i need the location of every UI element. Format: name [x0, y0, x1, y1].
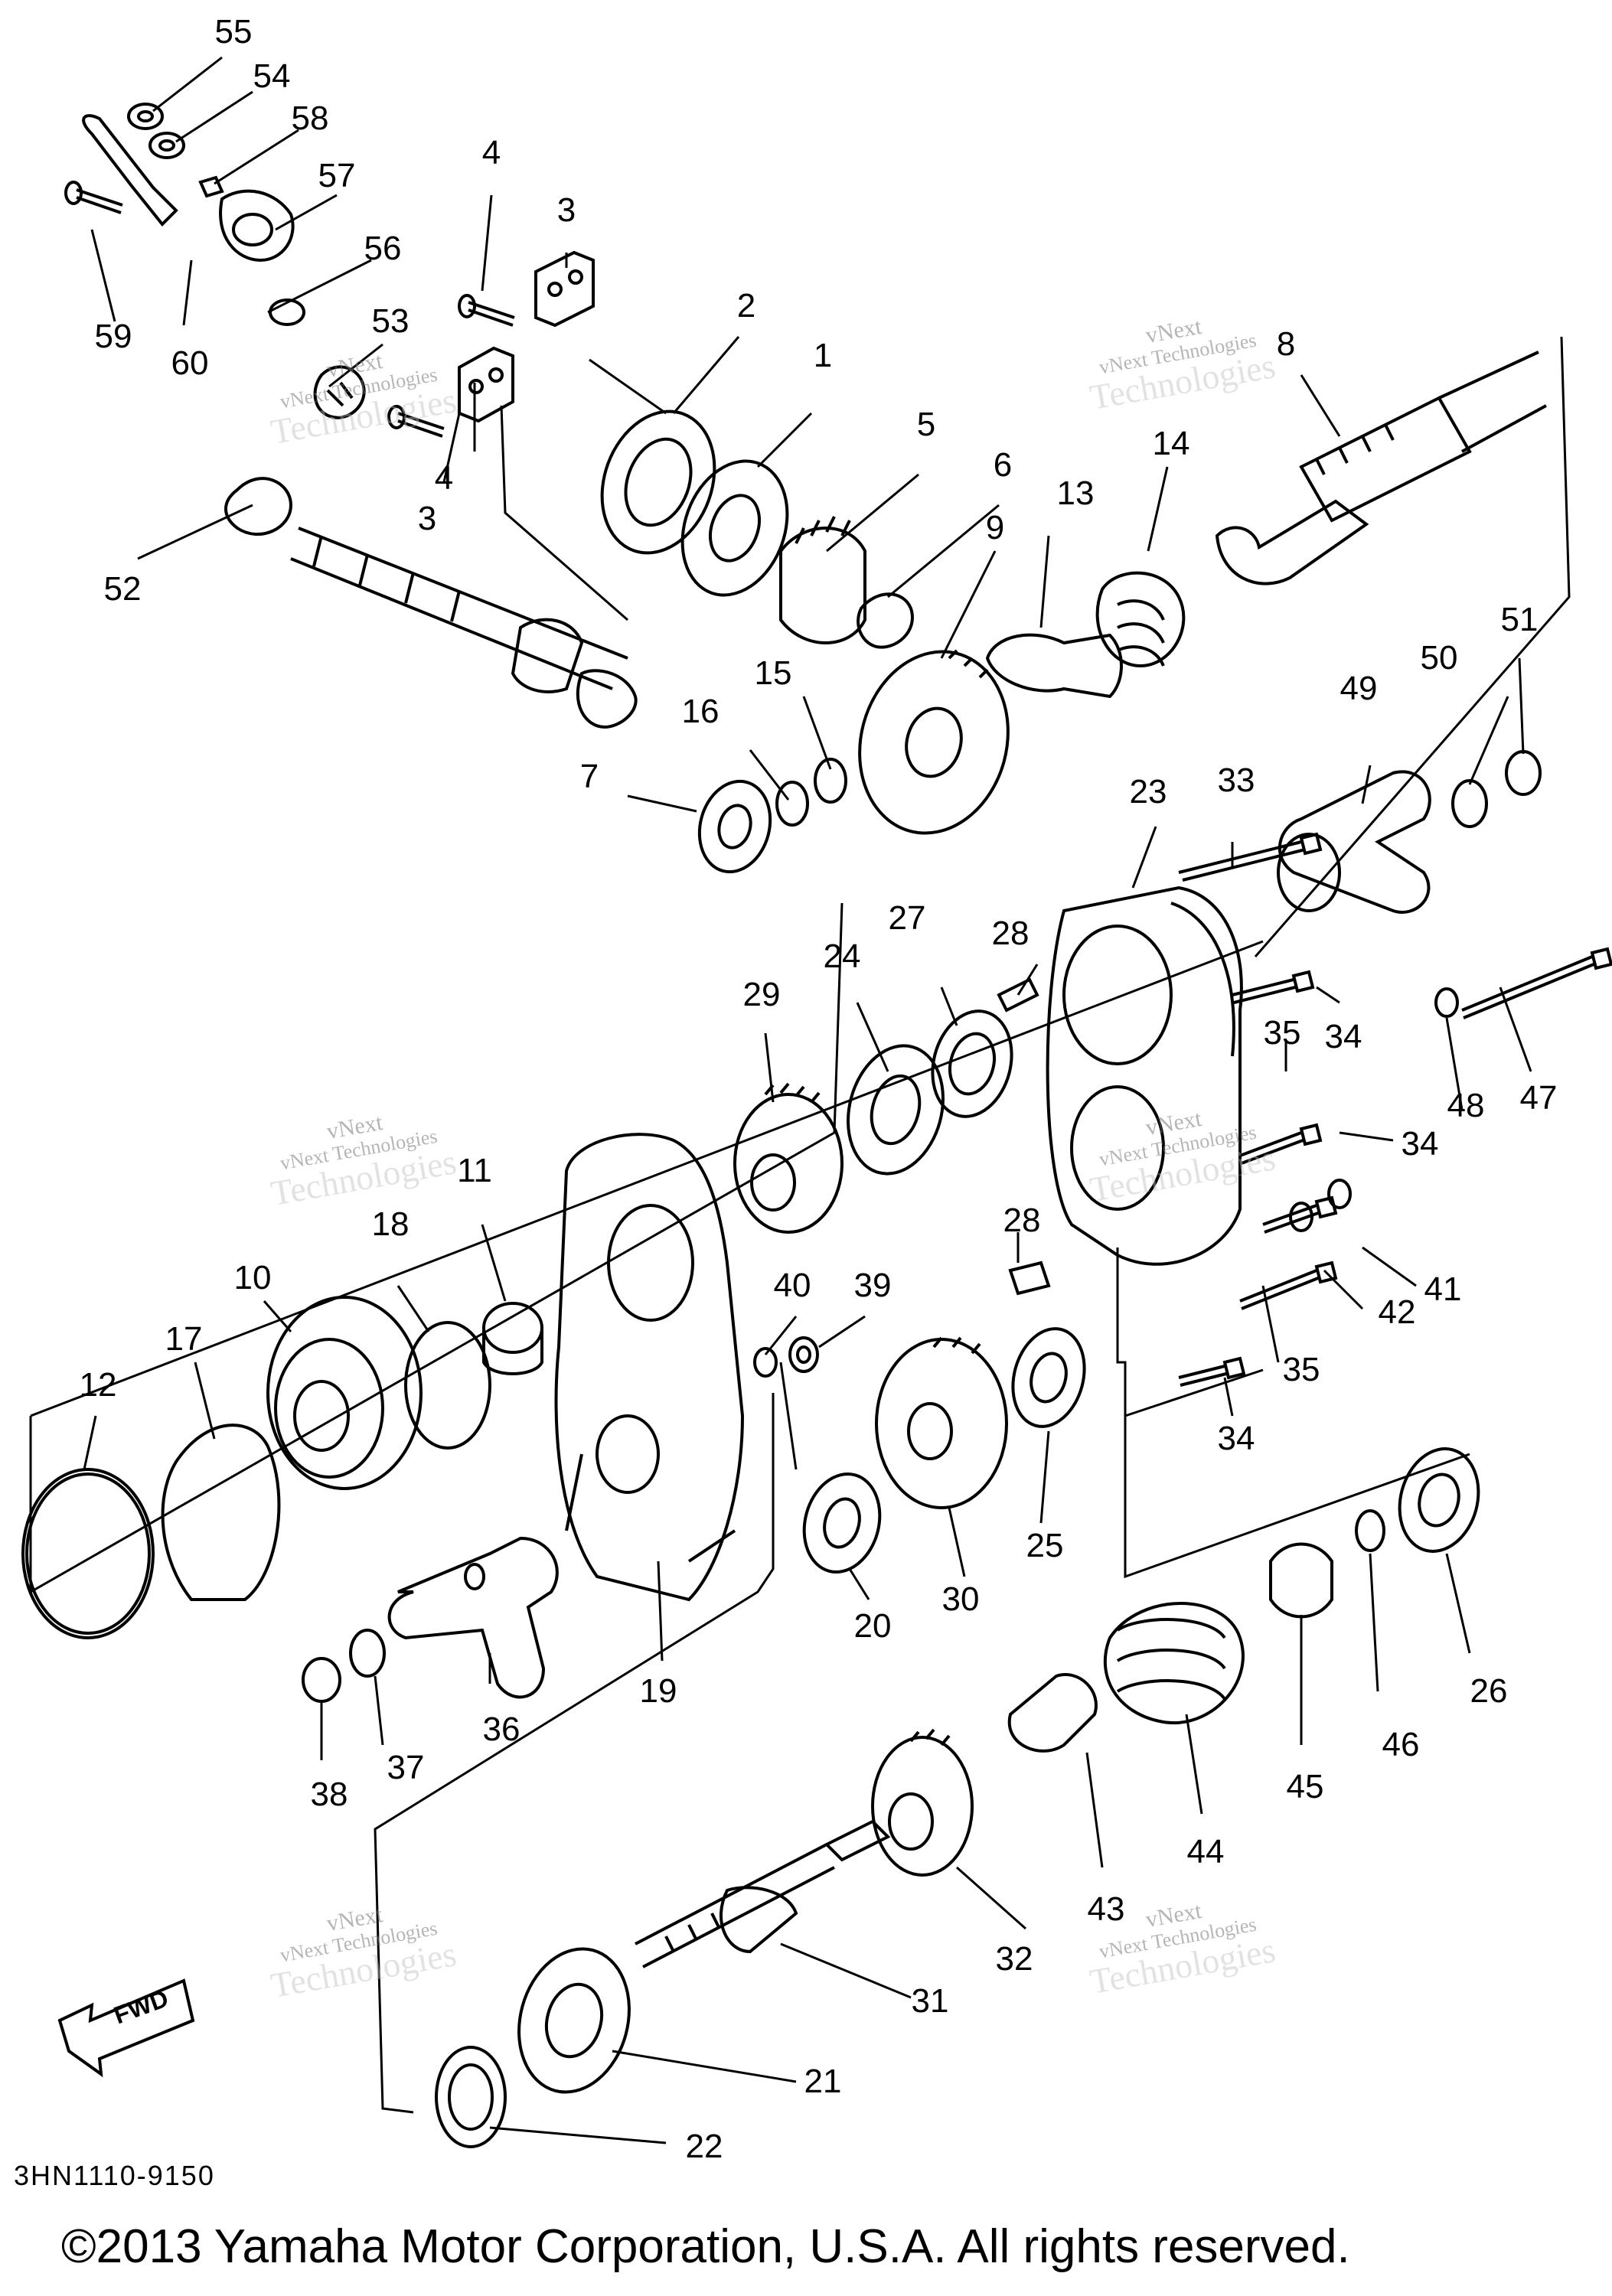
part-label: 1	[813, 337, 833, 374]
part-label: 46	[1382, 1726, 1420, 1763]
part-label: 60	[171, 344, 209, 382]
gear-set-lower	[753, 1327, 1086, 1574]
bearing-clips	[697, 758, 847, 874]
part-label: 28	[1003, 1202, 1041, 1239]
part-label: 19	[639, 1672, 677, 1710]
part-label: 34	[1401, 1125, 1439, 1163]
part-label: 57	[318, 157, 356, 194]
part-label: 50	[1420, 639, 1458, 677]
part-label: 7	[579, 758, 599, 795]
part-label: 44	[1186, 1833, 1225, 1870]
part-label: 27	[888, 899, 926, 937]
part-label: 38	[310, 1776, 348, 1813]
leader-lines	[83, 56, 1532, 2144]
part-label: 15	[754, 654, 792, 692]
bracket-line	[1254, 336, 1571, 957]
part-label: 9	[985, 509, 1005, 546]
part-label: 56	[364, 230, 402, 267]
part-label: 41	[1424, 1270, 1462, 1308]
part-label: 23	[1129, 773, 1167, 810]
part-label: 54	[253, 57, 291, 95]
part-label: 31	[911, 1982, 949, 2020]
part-label: 18	[371, 1205, 410, 1243]
part-label: 55	[214, 13, 253, 51]
part-label: 35	[1263, 1014, 1301, 1052]
bracket-line	[589, 358, 667, 415]
part-label: 2	[736, 287, 756, 325]
bracket-line	[1116, 1247, 1470, 1579]
fwd-arrow-icon	[57, 1978, 195, 2078]
frame-line	[30, 940, 1264, 1417]
part-label: 12	[79, 1366, 117, 1404]
gear-29	[733, 1082, 844, 1234]
frame-line	[29, 902, 844, 1594]
part-label: 6	[993, 446, 1013, 484]
part-label: 20	[853, 1607, 892, 1645]
bracket-line	[779, 1362, 798, 1470]
part-label: 49	[1340, 670, 1378, 707]
pinion-shaft	[224, 477, 638, 729]
bracket-line	[500, 405, 628, 621]
part-label: 11	[457, 1152, 492, 1189]
part-label: 8	[1276, 325, 1296, 363]
bolts	[1178, 832, 1612, 1387]
fwd-label: FWD	[109, 1984, 172, 2030]
part-label: 33	[1217, 762, 1255, 799]
part-label: 52	[103, 570, 142, 608]
copyright-notice: ©2013 Yamaha Motor Corporation, U.S.A. A…	[61, 2220, 1350, 2273]
part-label: 5	[916, 406, 936, 443]
part-label: 47	[1519, 1079, 1558, 1117]
ring-gear-set	[858, 351, 1547, 835]
part-label: 28	[991, 915, 1030, 952]
part-label: 4	[434, 459, 454, 497]
diagram-code: 3HN1110-9150	[14, 2160, 215, 2191]
part-label: 48	[1447, 1087, 1485, 1124]
part-label: 16	[681, 693, 720, 730]
part-label: 10	[233, 1259, 272, 1296]
part-label: 3	[417, 500, 437, 537]
front-housing	[21, 1296, 543, 1639]
part-label: 39	[853, 1267, 892, 1304]
part-label: 36	[482, 1711, 520, 1748]
output-yoke-lower	[302, 1536, 559, 1703]
bearing-gear-set-upper	[600, 409, 914, 649]
part-label: 25	[1026, 1527, 1064, 1564]
lower-shaft-set	[435, 1728, 974, 2148]
part-label: 26	[1470, 1672, 1508, 1710]
fwd-indicator: FWD	[54, 1976, 199, 2060]
part-label: 22	[685, 2128, 723, 2165]
part-label: 45	[1286, 1768, 1324, 1805]
bearing-set-mid	[847, 977, 1051, 1296]
part-label: 34	[1217, 1420, 1255, 1457]
part-label: 24	[823, 938, 861, 975]
part-label: 58	[291, 99, 329, 137]
switch-assembly	[64, 103, 366, 419]
part-label: 13	[1056, 475, 1095, 512]
part-label: 59	[94, 318, 132, 355]
part-label: 30	[941, 1580, 980, 1618]
case-cover	[1046, 885, 1243, 1266]
part-label: 17	[165, 1320, 203, 1358]
part-label: 32	[995, 1940, 1033, 1978]
part-label: 40	[773, 1267, 811, 1304]
bracket-line	[1124, 1368, 1264, 1417]
part-label: 53	[371, 302, 410, 340]
bracket-line	[374, 1393, 775, 2114]
part-label: 4	[481, 134, 501, 171]
part-label: 43	[1087, 1890, 1125, 1928]
part-label: 21	[804, 2063, 842, 2100]
part-label: 3	[556, 191, 576, 229]
part-label: 42	[1378, 1293, 1416, 1331]
part-label: 34	[1324, 1018, 1362, 1055]
part-label: 14	[1152, 425, 1190, 462]
part-label: 29	[742, 976, 781, 1013]
output-yoke-upper	[1277, 750, 1542, 914]
secondary-shaft-parts	[1007, 1447, 1480, 1753]
main-case	[554, 1133, 745, 1602]
part-label: 35	[1282, 1351, 1320, 1388]
part-label: 37	[387, 1749, 425, 1786]
part-label: 51	[1500, 601, 1539, 638]
